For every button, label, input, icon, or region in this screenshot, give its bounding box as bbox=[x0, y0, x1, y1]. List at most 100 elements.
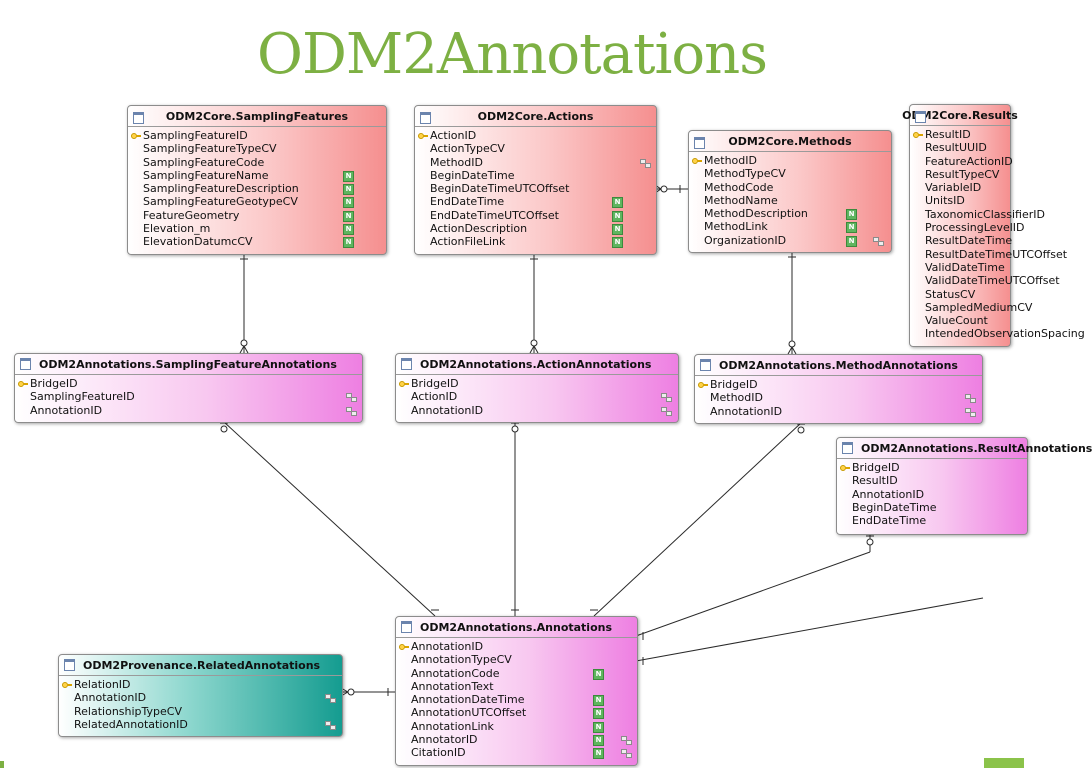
field-row[interactable]: BridgeID bbox=[837, 461, 1027, 474]
field-row[interactable]: VariableID bbox=[910, 181, 1010, 194]
field-row[interactable]: AnnotationID bbox=[695, 405, 982, 418]
field-row[interactable]: SampledMediumCV bbox=[910, 301, 1032, 314]
field-row[interactable]: RelatedAnnotationID bbox=[59, 718, 342, 731]
field-row[interactable]: EndDateTime bbox=[837, 514, 1027, 527]
field-row[interactable]: ResultID bbox=[910, 128, 1010, 141]
field-row[interactable]: AnnotationTypeCV bbox=[396, 653, 637, 666]
field-row[interactable]: SamplingFeatureTypeCV bbox=[128, 142, 386, 155]
field-row[interactable]: BridgeID bbox=[396, 377, 678, 390]
primary-key-icon bbox=[62, 682, 72, 688]
field-name: RelatedAnnotationID bbox=[74, 717, 188, 731]
table-icon bbox=[64, 659, 75, 671]
field-row[interactable]: AnnotationID bbox=[396, 404, 678, 417]
field-row[interactable]: AnnotationText bbox=[396, 680, 637, 693]
field-row[interactable]: ResultID bbox=[837, 474, 1027, 487]
field-row[interactable]: SamplingFeatureCode bbox=[128, 156, 386, 169]
field-row[interactable]: MethodID bbox=[689, 154, 891, 167]
field-name: MethodCode bbox=[704, 180, 774, 194]
field-row[interactable]: ValidDateTime bbox=[910, 261, 1010, 274]
field-row[interactable]: BeginDateTime bbox=[837, 501, 1027, 514]
field-row[interactable]: StatusCV bbox=[910, 288, 1010, 301]
field-row[interactable]: ActionID bbox=[396, 390, 678, 403]
nullable-icon: N bbox=[593, 668, 604, 680]
primary-key-icon bbox=[698, 382, 708, 388]
field-row[interactable]: BridgeID bbox=[15, 377, 362, 390]
field-row[interactable]: MethodID bbox=[415, 156, 656, 169]
foreign-key-icon bbox=[661, 406, 672, 416]
field-row[interactable]: MethodCode bbox=[689, 181, 891, 194]
field-row[interactable]: BeginDateTime bbox=[415, 169, 656, 182]
field-row[interactable]: ProcessingLevelID bbox=[910, 221, 1025, 234]
field-name: ResultID bbox=[925, 128, 971, 141]
nullable-icon: N bbox=[343, 210, 354, 222]
field-row[interactable]: ActionTypeCV bbox=[415, 142, 656, 155]
field-name: BridgeID bbox=[852, 461, 900, 474]
field-row[interactable]: MethodTypeCV bbox=[689, 167, 891, 180]
entity-title: ODM2Annotations.SamplingFeatureAnnotatio… bbox=[39, 357, 337, 371]
entity-sampling-feature-annotations[interactable]: ODM2Annotations.SamplingFeatureAnnotatio… bbox=[14, 353, 363, 423]
field-row[interactable]: ResultDateTime bbox=[910, 234, 1012, 247]
field-row[interactable]: RelationID bbox=[59, 678, 342, 691]
field-name: MethodDescription bbox=[704, 207, 808, 221]
entity-title: ODM2Annotations.MethodAnnotations bbox=[719, 358, 958, 372]
field-row[interactable]: MethodID bbox=[695, 391, 982, 404]
field-name: ValidDateTimeUTCOffset bbox=[925, 274, 1060, 288]
field-name: BridgeID bbox=[710, 378, 758, 391]
field-row[interactable]: ValidDateTimeUTCOffset bbox=[910, 274, 1060, 287]
field-row[interactable]: SamplingFeatureID bbox=[15, 390, 362, 403]
field-row[interactable]: ResultTypeCV bbox=[910, 168, 1010, 181]
field-row[interactable]: ValueCount bbox=[910, 314, 1010, 327]
field-row[interactable]: AnnotationID bbox=[396, 640, 637, 653]
field-name: ActionTypeCV bbox=[430, 142, 505, 156]
field-row[interactable]: ActionID bbox=[415, 129, 656, 142]
field-row[interactable]: IntendedObservationSpacing bbox=[910, 327, 1085, 340]
field-name: SampledMediumCV bbox=[925, 300, 1033, 314]
many-marker bbox=[529, 345, 535, 354]
field-row[interactable]: TaxonomicClassifierID bbox=[910, 208, 1045, 221]
field-row[interactable]: AnnotationID bbox=[59, 691, 342, 704]
field-row[interactable]: MethodName bbox=[689, 194, 891, 207]
field-row[interactable]: FeatureActionID bbox=[910, 155, 1013, 168]
primary-key-icon bbox=[18, 381, 28, 387]
field-row[interactable]: BeginDateTimeUTCOffset bbox=[415, 182, 656, 195]
field-row[interactable]: ResultDateTimeUTCOffset bbox=[910, 248, 1067, 261]
field-row[interactable]: AnnotationID bbox=[15, 404, 362, 417]
field-row[interactable]: AnnotationID bbox=[837, 488, 1027, 501]
field-row[interactable]: UnitsID bbox=[910, 194, 1010, 207]
field-row[interactable]: BridgeID bbox=[695, 378, 982, 391]
field-name: SamplingFeatureID bbox=[30, 390, 135, 404]
field-name: BridgeID bbox=[411, 377, 459, 390]
field-row[interactable]: RelationshipTypeCV bbox=[59, 705, 342, 718]
field-row[interactable]: SamplingFeatureID bbox=[128, 129, 386, 142]
many-marker bbox=[239, 345, 245, 354]
field-row[interactable]: ResultUUID bbox=[910, 141, 1010, 154]
